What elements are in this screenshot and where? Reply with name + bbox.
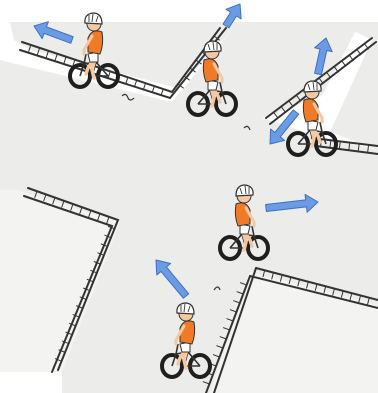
rider-jersey bbox=[88, 31, 103, 54]
rider-jersey bbox=[235, 203, 250, 226]
helmet-icon bbox=[236, 185, 253, 196]
helmet-icon bbox=[204, 41, 221, 52]
helmet-icon bbox=[304, 81, 321, 92]
rider-jersey bbox=[303, 99, 318, 122]
helmet-icon bbox=[85, 13, 102, 24]
helmet-icon bbox=[177, 303, 194, 314]
rider-jersey bbox=[180, 321, 195, 344]
rider-jersey bbox=[203, 59, 218, 82]
